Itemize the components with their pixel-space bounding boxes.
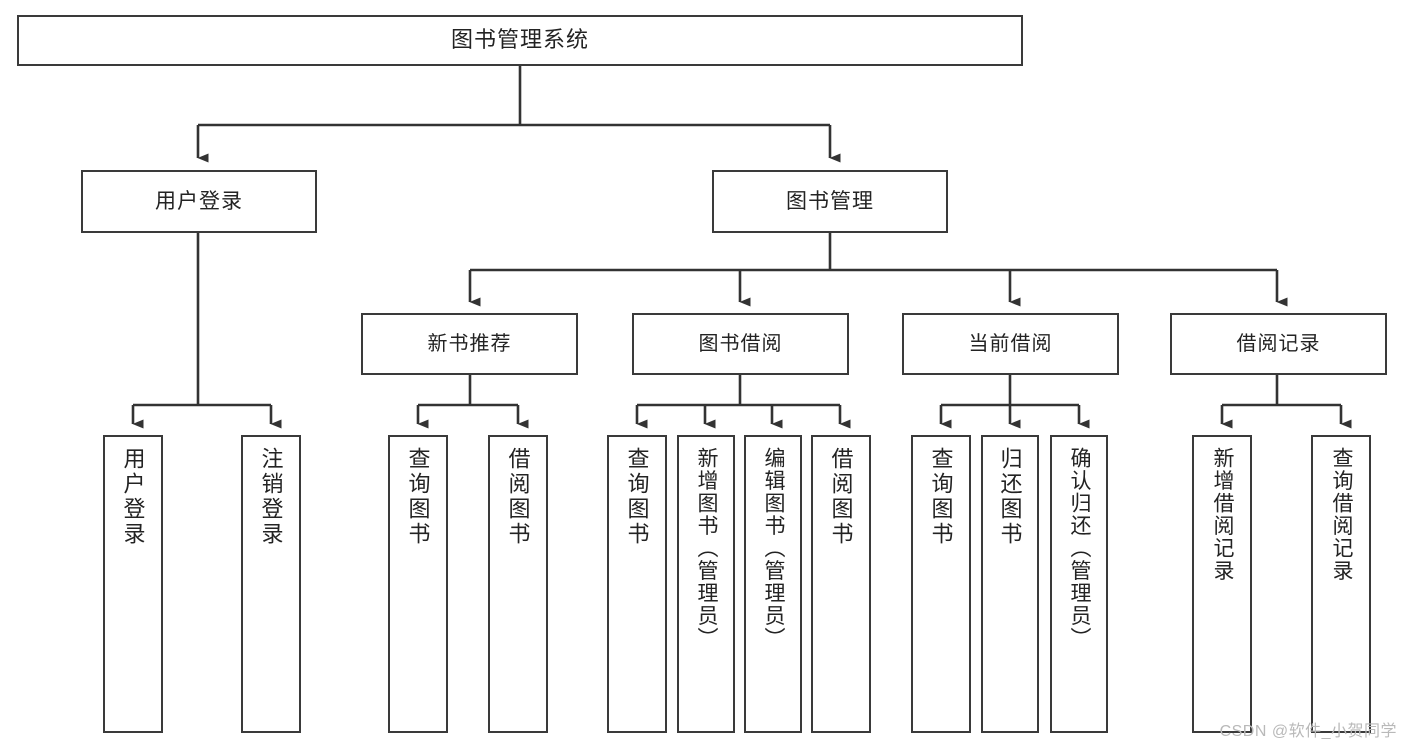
leaf-add-book-admin[interactable]: 新增图书（管理员）	[677, 435, 735, 733]
leaf-query-book-current[interactable]: 查询图书	[911, 435, 971, 733]
node-label: 借阅图书	[505, 447, 531, 547]
node-label: 新增图书（管理员）	[695, 447, 719, 650]
node-user-login[interactable]: 用户登录	[81, 170, 317, 233]
leaf-edit-book-admin[interactable]: 编辑图书（管理员）	[744, 435, 802, 733]
node-label: 编辑图书（管理员）	[762, 447, 786, 650]
node-label: 查询图书	[928, 447, 954, 547]
leaf-confirm-return-admin[interactable]: 确认归还（管理员）	[1050, 435, 1108, 733]
node-label: 新书推荐	[427, 332, 512, 355]
node-label: 新增借阅记录	[1211, 447, 1235, 582]
node-label: 借阅图书	[828, 447, 854, 547]
node-book-borrow[interactable]: 图书借阅	[632, 313, 849, 375]
node-label: 图书管理系统	[450, 27, 589, 53]
node-label: 用户登录	[155, 189, 243, 213]
node-book-management[interactable]: 图书管理	[712, 170, 948, 233]
leaf-user-logout[interactable]: 注销登录	[241, 435, 301, 733]
node-borrow-records[interactable]: 借阅记录	[1170, 313, 1387, 375]
leaf-borrow-book-newbook[interactable]: 借阅图书	[488, 435, 548, 733]
node-new-book-recommend[interactable]: 新书推荐	[361, 313, 578, 375]
leaf-query-borrow-record[interactable]: 查询借阅记录	[1311, 435, 1371, 733]
leaf-query-book-newbook[interactable]: 查询图书	[388, 435, 448, 733]
node-current-borrow[interactable]: 当前借阅	[902, 313, 1119, 375]
node-label: 当前借阅	[968, 332, 1053, 355]
leaf-add-borrow-record[interactable]: 新增借阅记录	[1192, 435, 1252, 733]
node-label: 图书管理	[786, 189, 874, 213]
node-label: 用户登录	[120, 447, 146, 547]
node-label: 归还图书	[997, 447, 1023, 547]
node-label: 注销登录	[258, 447, 284, 547]
node-label: 确认归还（管理员）	[1068, 447, 1092, 650]
watermark: CSDN @软件_小贺同学	[1219, 723, 1397, 740]
node-label: 查询图书	[624, 447, 650, 547]
leaf-user-login[interactable]: 用户登录	[103, 435, 163, 733]
leaf-query-book-borrow[interactable]: 查询图书	[607, 435, 667, 733]
node-label: 图书借阅	[698, 332, 783, 355]
node-label: 查询借阅记录	[1330, 447, 1354, 582]
node-label: 查询图书	[405, 447, 431, 547]
leaf-borrow-book[interactable]: 借阅图书	[811, 435, 871, 733]
leaf-return-book[interactable]: 归还图书	[981, 435, 1039, 733]
node-label: 借阅记录	[1236, 332, 1321, 355]
node-root-book-management-system[interactable]: 图书管理系统	[17, 15, 1023, 66]
